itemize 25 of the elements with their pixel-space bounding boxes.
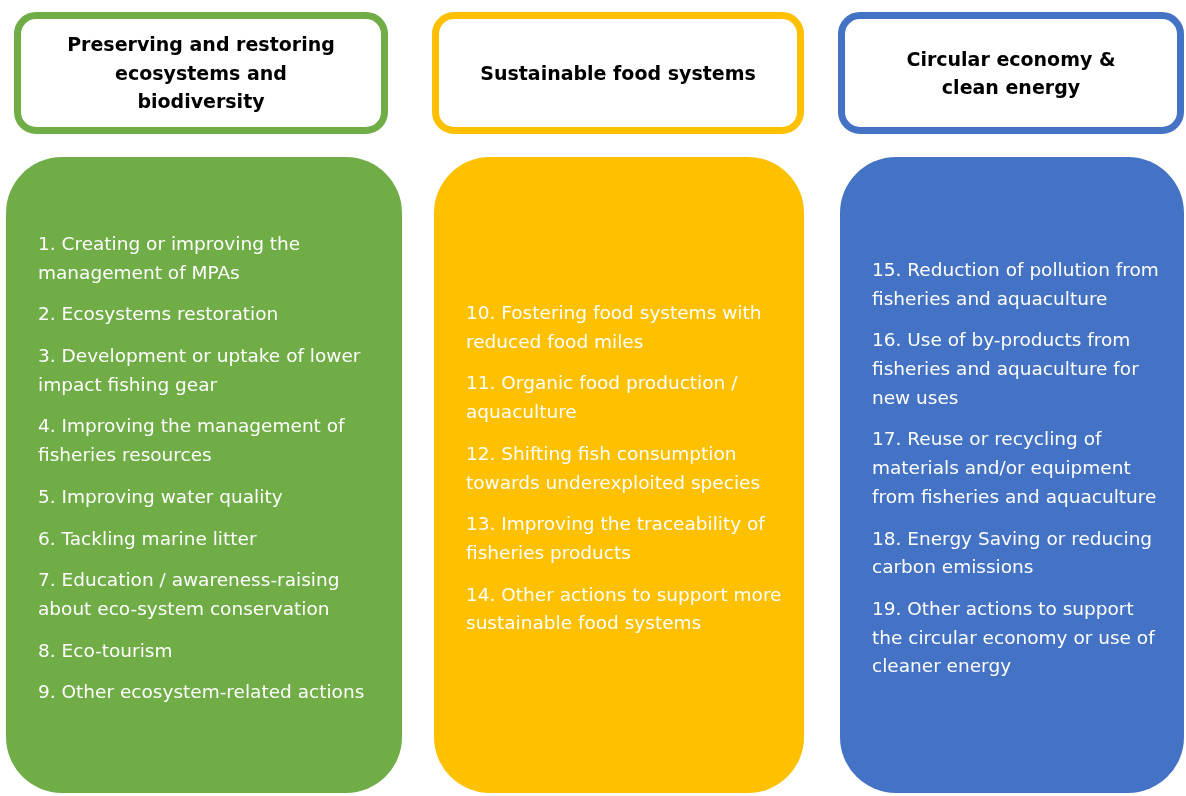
action-item: 16. Use of by-products from fisheries and aquaculture for new uses bbox=[872, 328, 1140, 410]
action-item: 9. Other ecosystem-related actions bbox=[38, 680, 366, 705]
action-item: 15. Reduction of pollution from fisheries and aquaculture bbox=[872, 258, 1160, 311]
action-item: 11. Organic food production / aquaculture bbox=[466, 371, 739, 425]
action-item: 4. Improving the management of fisheries resources bbox=[38, 414, 346, 468]
action-item: 17. Reuse or recycling of materials and/or equipment from fisheries and aquaculture bbox=[872, 427, 1158, 509]
action-item: 6. Tackling marine litter bbox=[38, 526, 258, 551]
action-item: 19. Other actions to support the circular economy or use of cleaner energy bbox=[872, 596, 1156, 679]
category-header: Circular economy & clean energy bbox=[838, 12, 1184, 134]
category-header: Preserving and restoring ecosystems and biodiversity bbox=[14, 12, 388, 134]
action-item: 14. Other actions to support more sustainable food systems bbox=[466, 582, 782, 636]
category-panel bbox=[840, 157, 1184, 793]
category-panel bbox=[6, 157, 402, 793]
action-item: 3. Development or uptake of lower impact fishing gear bbox=[38, 344, 362, 397]
action-item: 1. Creating or improving the management of MPAs bbox=[38, 232, 302, 285]
action-item: 5. Improving water quality bbox=[38, 484, 284, 509]
action-item: 7. Education / awareness-raising about eco-system conservation bbox=[38, 568, 341, 621]
action-item: 2. Ecosystems restoration bbox=[38, 302, 280, 327]
action-item: 18. Energy Saving or reducing carbon emissions bbox=[872, 526, 1154, 580]
action-item: 10. Fostering food systems with reduced food miles bbox=[466, 301, 763, 354]
category-panel bbox=[434, 157, 804, 793]
action-item: 8. Eco-tourism bbox=[38, 638, 174, 663]
action-item: 13. Improving the traceability of fisheries products bbox=[466, 512, 766, 565]
action-item: 12. Shifting fish consumption towards underexploited species bbox=[466, 441, 762, 495]
category-header: Sustainable food systems bbox=[432, 12, 804, 134]
